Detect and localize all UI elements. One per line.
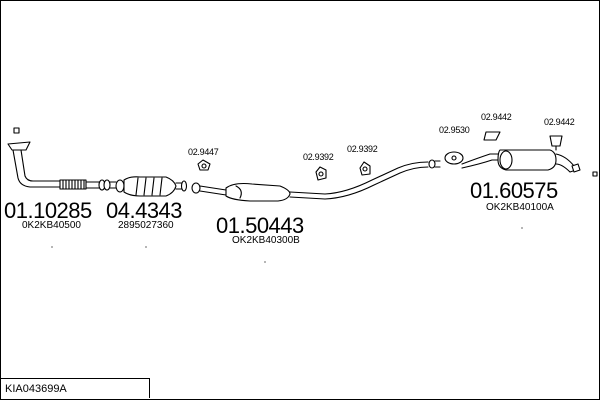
catalytic-converter-drawing	[115, 176, 188, 197]
edge-marker	[592, 171, 598, 177]
oe-code-center-muffler: OK2KB40300B	[232, 235, 300, 246]
accessory-number: 02.9392	[347, 144, 378, 154]
accessory-number: 02.9442	[481, 112, 512, 122]
diagram-title-box: KIA043699A	[0, 378, 150, 398]
part-number-front-pipe: 01.10285	[4, 198, 92, 223]
rear-muffler-drawing	[461, 149, 581, 173]
mounting-parts-drawing	[197, 131, 563, 181]
accessory-number: 02.9447	[188, 147, 219, 157]
part-number-center-muffler: 01.50443	[216, 213, 304, 238]
center-muffler-drawing	[191, 159, 441, 202]
oe-code-rear-muffler: OK2KB40100A	[486, 202, 554, 213]
part-number-rear-muffler: 01.60575	[470, 178, 558, 203]
part-number-catalyst: 04.4343	[106, 198, 183, 223]
accessory-number: 02.9442	[544, 117, 575, 127]
diagram-title: KIA043699A	[5, 383, 67, 395]
front-pipe-drawing	[7, 127, 117, 191]
accessory-number: 02.9392	[303, 152, 334, 162]
oe-code-catalyst: 2895027360	[118, 220, 174, 231]
oe-code-front-pipe: 0K2KB40500	[22, 220, 81, 231]
accessory-number: 02.9530	[439, 125, 470, 135]
